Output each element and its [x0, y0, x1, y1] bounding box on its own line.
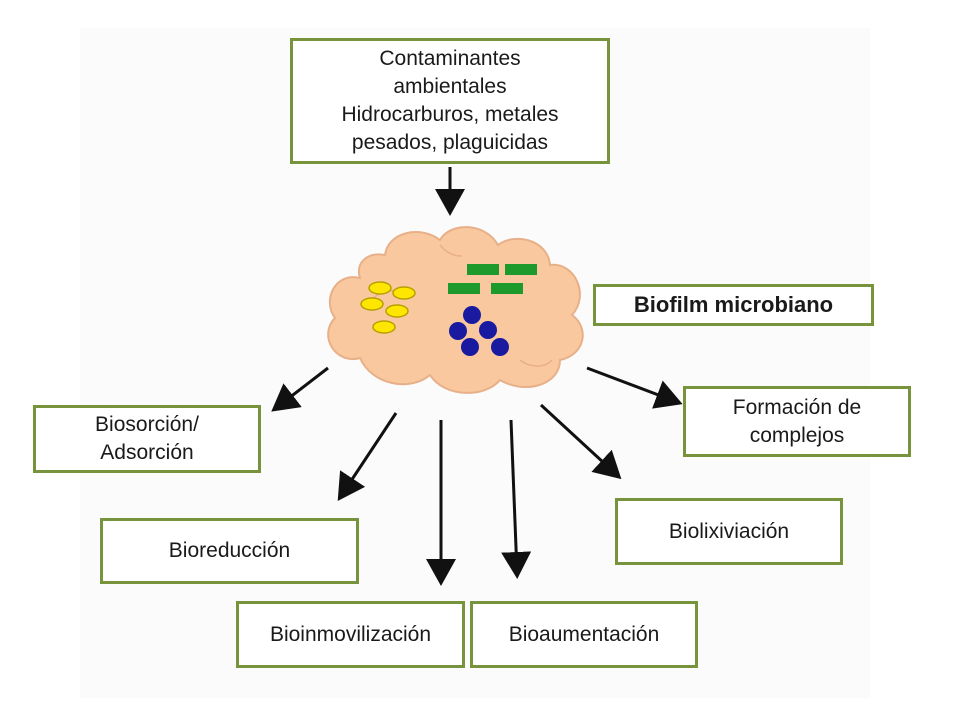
biolixiviacion-label: Biolixiviación: [668, 519, 790, 543]
biofilm-label-box: Biofilm microbiano: [593, 284, 874, 326]
bioinmovilizacion-box: Bioinmovilización: [236, 601, 465, 668]
arrow-to-biolixiviacion: [539, 403, 622, 480]
arrow-to-biosorcion: [271, 366, 329, 412]
bioaumentacion-label: Bioaumentación: [508, 622, 660, 646]
biosorcion-line-1: Biosorción/: [95, 413, 199, 436]
contaminants-line-4: pesados, plaguicidas: [351, 131, 549, 154]
formacion-box: Formación de complejos: [683, 386, 911, 457]
biosorcion-box: Biosorción/ Adsorción: [33, 405, 261, 473]
arrow-to-formacion: [586, 366, 683, 409]
green-cells: [448, 264, 537, 294]
arrow-to-bioreduccion: [337, 412, 398, 502]
bioreduccion-box: Bioreducción: [100, 518, 359, 584]
bioreduccion-label: Bioreducción: [168, 539, 291, 562]
bioinmovilizacion-label: Bioinmovilización: [269, 622, 432, 646]
biolixiviacion-box: Biolixiviación: [615, 498, 843, 565]
contaminants-line-1: Contaminantes: [379, 47, 521, 70]
arrow-to-bioaumentacion: [501, 419, 532, 579]
formacion-line-2: complejos: [749, 423, 845, 447]
yellow-cells: [360, 281, 416, 334]
contaminants-box: Contaminantes ambientales Hidrocarburos,…: [290, 38, 610, 164]
blue-cells: [449, 306, 509, 356]
biofilm-cloud: [327, 226, 584, 394]
biofilm-label: Biofilm microbiano: [633, 292, 834, 317]
arrows: [271, 167, 683, 586]
contaminants-line-2: ambientales: [393, 75, 507, 98]
contaminants-line-3: Hidrocarburos, metales: [341, 103, 559, 126]
bioaumentacion-box: Bioaumentación: [470, 601, 698, 668]
formacion-line-1: Formación de: [732, 395, 862, 419]
biosorcion-line-2: Adsorción: [100, 441, 194, 464]
